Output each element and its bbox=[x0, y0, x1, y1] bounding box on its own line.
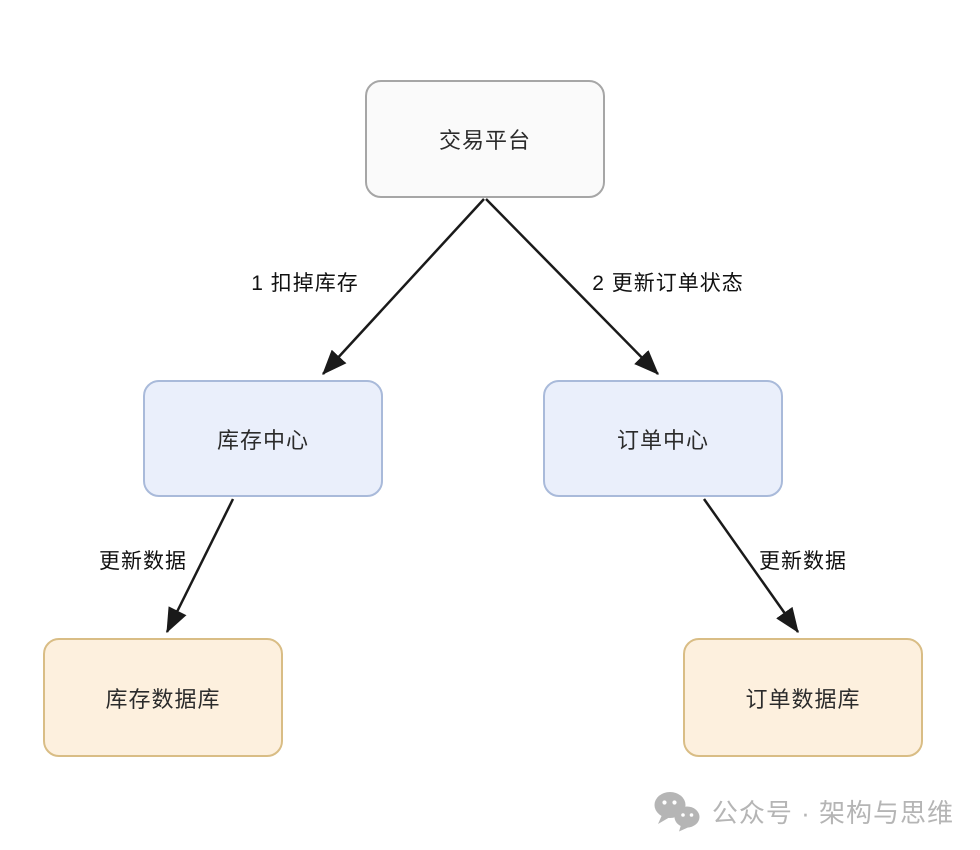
wechat-icon bbox=[654, 792, 700, 832]
edge-label-update-inventory-data: 更新数据 bbox=[99, 550, 187, 573]
node-inventory-database: 库存数据库 bbox=[43, 638, 283, 757]
node-trading-platform-label: 交易平台 bbox=[438, 128, 531, 153]
watermark: 公众号 · 架构与思维 bbox=[652, 790, 954, 832]
edge-label-update-order-data: 更新数据 bbox=[759, 550, 847, 573]
node-inventory-database-label: 库存数据库 bbox=[105, 686, 221, 712]
edge-label-update-order-status: 2 更新订单状态 bbox=[592, 272, 744, 295]
node-inventory-center: 库存中心 bbox=[143, 380, 383, 497]
node-order-database: 订单数据库 bbox=[683, 638, 923, 757]
node-order-database-label: 订单数据库 bbox=[745, 686, 861, 712]
node-inventory-center-label: 库存中心 bbox=[216, 427, 309, 453]
edge-label-deduct-inventory: 1 扣掉库存 bbox=[251, 272, 359, 295]
node-order-center-label: 订单中心 bbox=[616, 427, 709, 453]
node-trading-platform: 交易平台 bbox=[365, 80, 605, 198]
watermark-text: 公众号 · 架构与思维 bbox=[711, 797, 954, 828]
node-order-center: 订单中心 bbox=[543, 380, 783, 497]
